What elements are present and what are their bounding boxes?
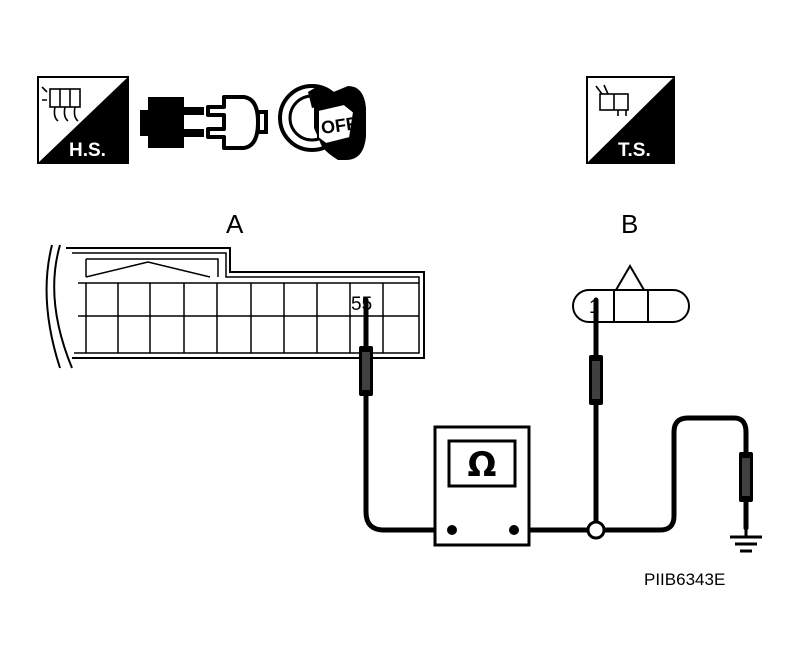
harness-side-label: H.S. xyxy=(69,140,106,161)
probe-a xyxy=(359,346,373,396)
connector-a-label: A xyxy=(226,209,244,239)
ground-icon xyxy=(730,528,762,553)
connector-a-cavities xyxy=(78,282,419,353)
disconnect-icon xyxy=(140,95,268,150)
lead-a xyxy=(363,297,455,533)
ohmmeter-display xyxy=(447,439,517,488)
terminal-side-icon: T.S. xyxy=(586,76,675,164)
off-label: OFF xyxy=(320,113,358,138)
ignition-key-icon: OFF xyxy=(278,84,366,160)
terminal-side-label: T.S. xyxy=(618,140,651,161)
connector-b-label: B xyxy=(621,209,638,239)
probe-ground xyxy=(739,452,753,502)
probes xyxy=(359,346,753,502)
junction-point xyxy=(586,520,606,540)
harness-side-icon: H.S. xyxy=(37,76,129,164)
ohmmeter: Ω xyxy=(433,425,531,547)
ohmmeter-terminal-left xyxy=(447,525,457,535)
figure-code: PIIB6343E xyxy=(644,570,725,589)
terminal-connector-icon xyxy=(595,84,629,116)
lead-ground xyxy=(511,415,749,533)
probe-b xyxy=(589,355,603,405)
ohm-symbol: Ω xyxy=(468,445,497,485)
harness-connector-icon xyxy=(41,86,81,122)
connector-b: B 1 xyxy=(572,209,690,323)
connector-a-pin-label: 55 xyxy=(351,294,372,315)
ohmmeter-terminal-right xyxy=(509,525,519,535)
